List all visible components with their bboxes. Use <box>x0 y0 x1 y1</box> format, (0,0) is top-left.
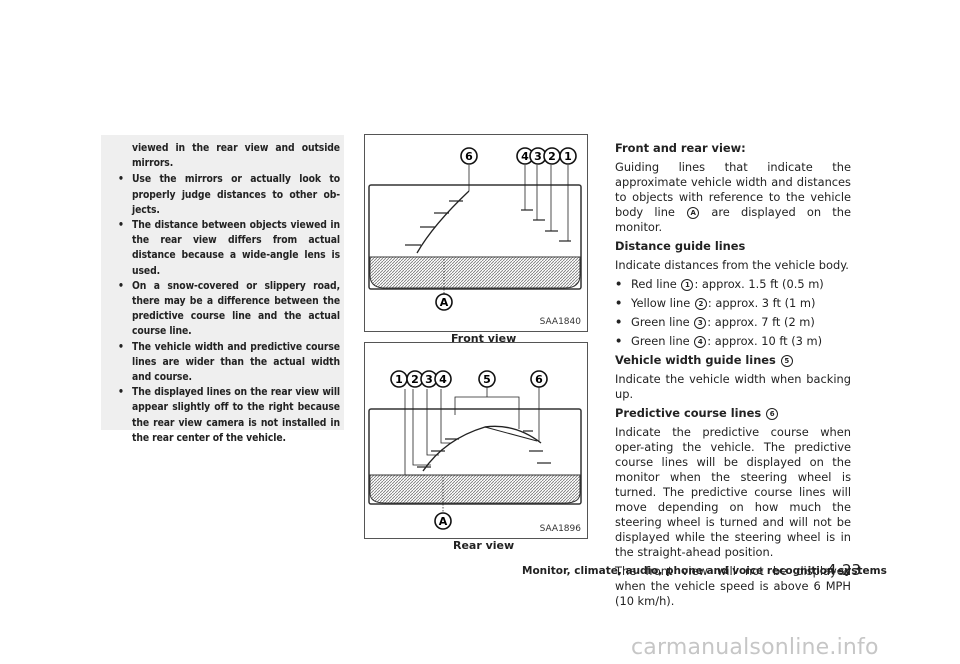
svg-text:4: 4 <box>439 373 447 386</box>
figure-code: SAA1840 <box>539 317 581 327</box>
right-column: Front and rear view: Guiding lines that … <box>615 141 851 613</box>
predictive-text: Indicate the predictive course when oper… <box>615 425 851 559</box>
rear-view-diagram: 1 2 3 4 5 6 A <box>368 370 582 530</box>
rear-view-caption: Rear view <box>453 539 515 552</box>
callout-1: 1 <box>559 147 577 165</box>
width-text: Indicate the vehicle width when backing … <box>615 372 851 401</box>
svg-text:3: 3 <box>425 373 433 386</box>
caution-bullet: •On a snow-covered or slippery road, the… <box>118 279 340 338</box>
svg-text:2: 2 <box>548 150 556 163</box>
callout-a: A <box>435 293 453 311</box>
svg-text:6: 6 <box>535 373 543 386</box>
marker-a: A <box>687 207 700 219</box>
front-view-caption: Front view <box>451 332 517 345</box>
svg-text:4: 4 <box>521 150 529 163</box>
svg-text:3: 3 <box>534 150 542 163</box>
distance-item: •Yellow line 2: approx. 3 ft (1 m) <box>615 296 816 310</box>
width-heading: Vehicle width guide lines 5 <box>615 353 851 368</box>
figure-code: SAA1896 <box>539 524 581 534</box>
front-view-diagram: 6 4 3 2 1 A <box>368 147 582 311</box>
front-view-note: The front view will not be displayed whe… <box>615 564 851 608</box>
callout-5: 5 <box>478 370 496 388</box>
rear-view-figure: 1 2 3 4 5 6 A SAA1896 <box>364 342 588 539</box>
intro-paragraph: Guiding lines that indicate the approxim… <box>615 160 851 234</box>
caution-text: viewed in the rear view and outside mirr… <box>118 141 340 446</box>
distance-item: •Green line 4: approx. 10 ft (3 m) <box>615 334 823 348</box>
svg-text:5: 5 <box>483 373 491 386</box>
callout-2: 2 <box>543 147 561 165</box>
callout-1: 1 <box>390 370 408 388</box>
svg-text:A: A <box>439 515 448 528</box>
svg-text:1: 1 <box>395 373 403 386</box>
callout-4: 4 <box>434 370 452 388</box>
svg-text:A: A <box>440 296 449 309</box>
svg-text:2: 2 <box>411 373 419 386</box>
watermark: carmanualsonline.info <box>631 635 879 660</box>
section-footer: Monitor, climate, audio, phone and voice… <box>522 565 887 577</box>
caution-intro: viewed in the rear view and outside mirr… <box>132 142 340 170</box>
caution-bullet: •The distance between objects viewed in … <box>118 219 340 277</box>
front-view-figure: 6 4 3 2 1 A SAA1840 <box>364 134 588 332</box>
callout-6: 6 <box>460 147 478 165</box>
distance-text: Indicate distances from the vehicle body… <box>615 258 849 272</box>
distance-heading: Distance guide lines <box>615 239 746 253</box>
callout-6: 6 <box>530 370 548 388</box>
svg-text:6: 6 <box>465 150 473 163</box>
caution-bullet: •The displayed lines on the rear view wi… <box>118 386 340 444</box>
callout-a: A <box>434 512 452 530</box>
distance-item: •Red line 1: approx. 1.5 ft (0.5 m) <box>615 277 824 291</box>
caution-box <box>101 135 344 430</box>
page-number: 4-23 <box>827 561 862 579</box>
caution-bullet: •Use the mirrors or actually look to pro… <box>118 173 340 216</box>
predictive-heading: Predictive course lines 6 <box>615 406 851 421</box>
distance-item: •Green line 3: approx. 7 ft (2 m) <box>615 315 815 329</box>
caution-bullet: •The vehicle width and predictive course… <box>118 340 340 384</box>
section-heading: Front and rear view: <box>615 141 746 155</box>
svg-text:1: 1 <box>564 150 572 163</box>
